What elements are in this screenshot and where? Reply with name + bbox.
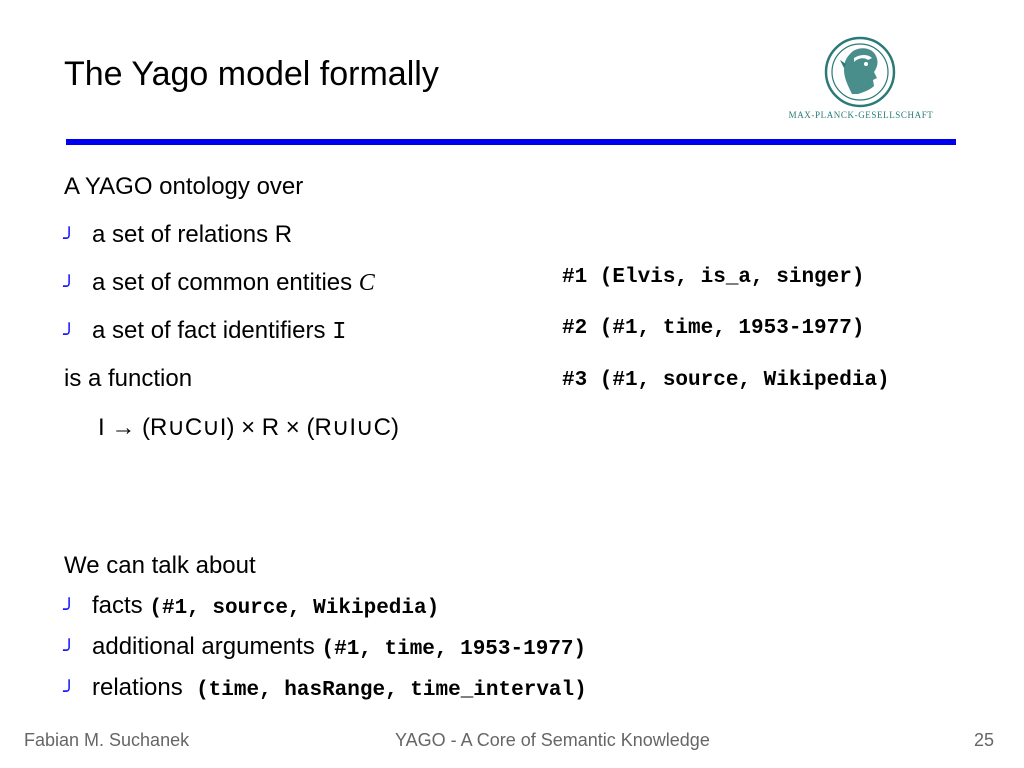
bullet-icon: ╯ <box>63 679 76 703</box>
talk-item-text: additional arguments <box>92 633 322 660</box>
bullet-icon: ╯ <box>63 226 76 250</box>
max-planck-logo: MAX-PLANCK-GESELLSCHAFT <box>780 34 942 126</box>
fact-line: #2 (#1, time, 1953-1977) <box>562 317 865 340</box>
talk-item-text: facts <box>92 592 150 619</box>
page-number: 25 <box>974 730 995 750</box>
footer-title: YAGO - A Core of Semantic Knowledge <box>395 730 710 750</box>
symbol-c: C <box>358 270 375 296</box>
footer-author: Fabian M. Suchanek <box>24 730 190 750</box>
intro-text: A YAGO ontology over <box>64 173 304 200</box>
minerva-seal-icon <box>824 36 896 108</box>
talk-item-code: (time, hasRange, time_interval) <box>196 679 587 702</box>
talk-item-facts: facts (#1, source, Wikipedia) <box>92 592 439 620</box>
talk-item-code: (#1, source, Wikipedia) <box>149 597 440 620</box>
bullet-icon: ╯ <box>63 638 76 662</box>
bullet-icon: ╯ <box>63 274 76 298</box>
set-item-relations: a set of relations R <box>92 221 292 249</box>
slide-title: The Yago model formally <box>64 55 439 93</box>
function-formula: I → (R∪C∪I) × R × (R∪I∪C) <box>98 414 399 441</box>
set-item-text: a set of relations <box>92 221 275 248</box>
talk-intro: We can talk about <box>64 552 256 579</box>
talk-item-relations: relations (time, hasRange, time_interval… <box>92 674 587 702</box>
set-item-identifiers: a set of fact identifiers I <box>92 317 347 346</box>
talk-item-arguments: additional arguments (#1, time, 1953-197… <box>92 633 586 661</box>
set-item-text: a set of fact identifiers <box>92 317 333 344</box>
logo-caption: MAX-PLANCK-GESELLSCHAFT <box>788 110 934 120</box>
set-item-text: a set of common entities <box>92 269 359 296</box>
talk-item-text: relations <box>92 674 197 701</box>
function-text: is a function <box>64 365 193 392</box>
bullet-icon: ╯ <box>63 322 76 346</box>
set-item-entities: a set of common entities C <box>92 269 375 297</box>
title-underline <box>66 139 956 145</box>
bullet-icon: ╯ <box>63 597 76 621</box>
symbol-i: I <box>332 319 347 346</box>
fact-line: #3 (#1, source, Wikipedia) <box>562 369 890 392</box>
fact-line: #1 (Elvis, is_a, singer) <box>562 266 865 289</box>
symbol-r: R <box>274 221 293 248</box>
talk-item-code: (#1, time, 1953-1977) <box>321 638 587 661</box>
